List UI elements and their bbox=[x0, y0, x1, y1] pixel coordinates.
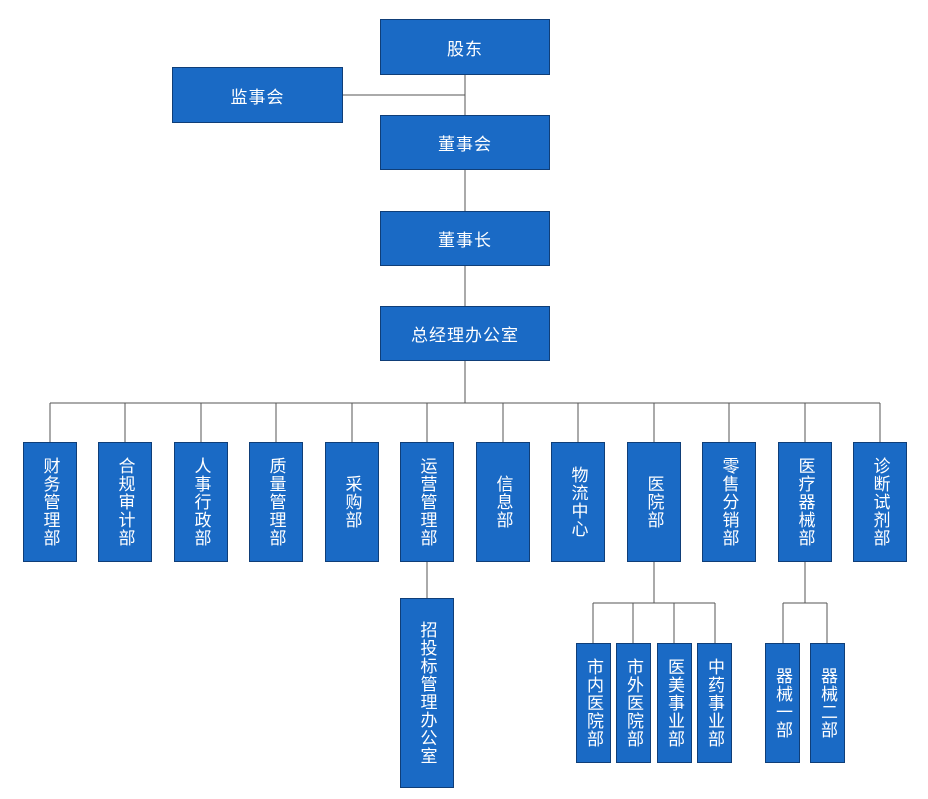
node-sub-hospital-out-city: 市外医院部 bbox=[616, 643, 651, 763]
node-sub-devices-one: 器械一部 bbox=[765, 643, 800, 763]
node-sub-devices-two: 器械二部 bbox=[810, 643, 845, 763]
node-shareholders: 股东 bbox=[380, 19, 550, 75]
node-sub-tcm: 中药事业部 bbox=[697, 643, 732, 763]
node-sub-bidding-office: 招投标管理办公室 bbox=[400, 598, 454, 788]
node-dept-finance: 财务管理部 bbox=[23, 442, 77, 562]
node-dept-procurement: 采购部 bbox=[325, 442, 379, 562]
node-board-of-directors: 董事会 bbox=[380, 115, 550, 170]
node-dept-quality: 质量管理部 bbox=[249, 442, 303, 562]
node-dept-compliance-audit: 合规审计部 bbox=[98, 442, 152, 562]
node-dept-information: 信息部 bbox=[476, 442, 530, 562]
node-dept-hr-admin: 人事行政部 bbox=[174, 442, 228, 562]
node-dept-hospital: 医院部 bbox=[627, 442, 681, 562]
node-chairman: 董事长 bbox=[380, 211, 550, 266]
node-dept-operations: 运营管理部 bbox=[400, 442, 454, 562]
node-dept-retail: 零售分销部 bbox=[702, 442, 756, 562]
node-dept-medical-devices: 医疗器械部 bbox=[778, 442, 832, 562]
node-supervisory-board: 监事会 bbox=[172, 67, 343, 123]
node-sub-hospital-in-city: 市内医院部 bbox=[576, 643, 611, 763]
node-dept-diagnostic-reagents: 诊断试剂部 bbox=[853, 442, 907, 562]
node-dept-logistics: 物流中心 bbox=[551, 442, 605, 562]
node-gm-office: 总经理办公室 bbox=[380, 306, 550, 361]
node-sub-medical-aesthetics: 医美事业部 bbox=[657, 643, 692, 763]
